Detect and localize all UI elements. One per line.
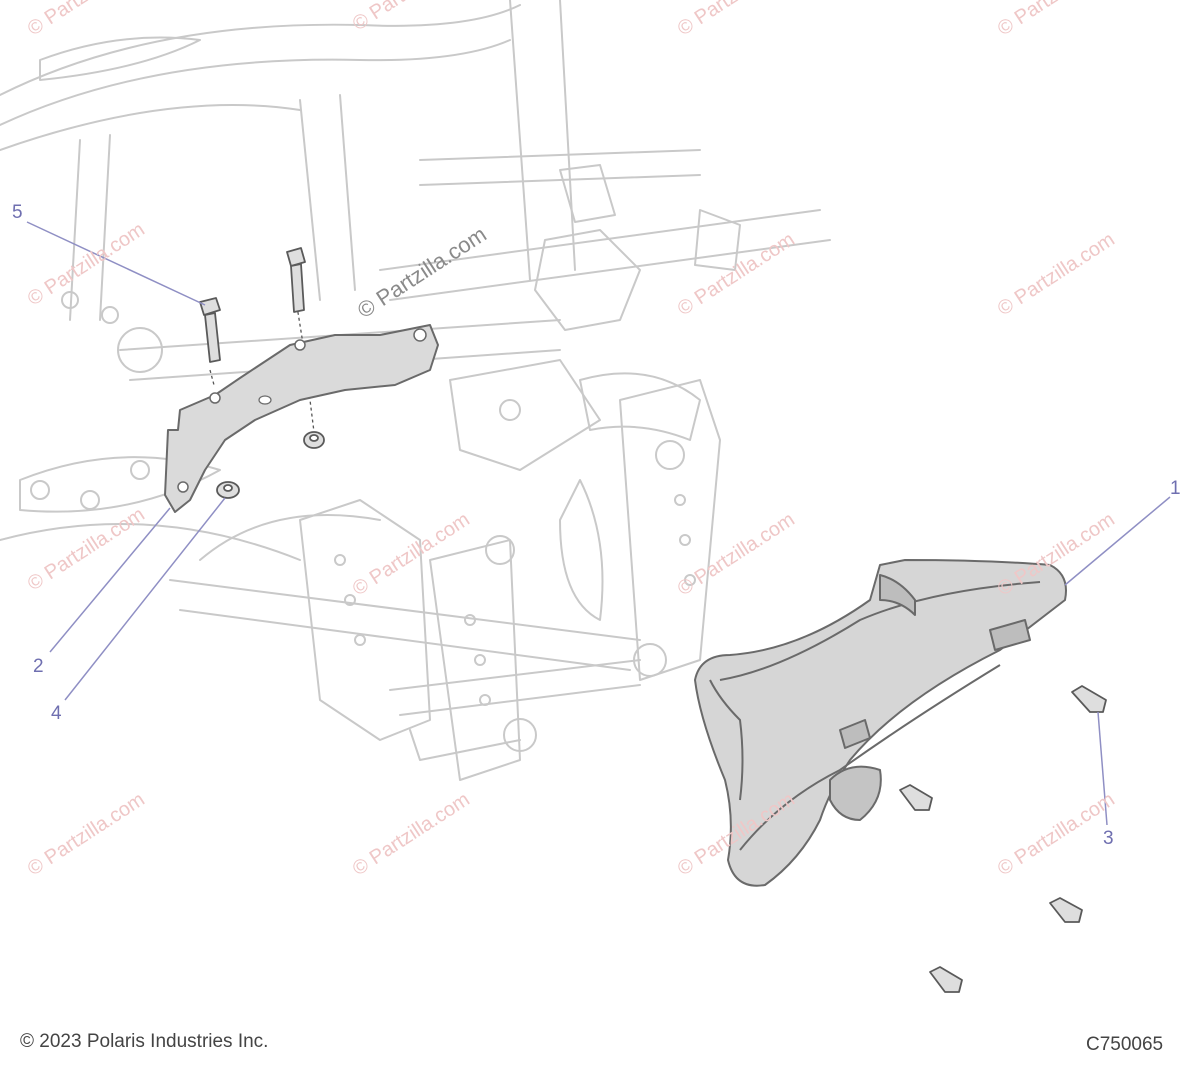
bracket-hole <box>177 481 189 493</box>
vehicle-frame <box>0 0 831 781</box>
leader-1 <box>1064 496 1171 586</box>
bracket-hole <box>209 392 221 404</box>
leader-2 <box>49 507 171 653</box>
part-1-bumper <box>694 559 1067 887</box>
bumper-tube <box>739 664 1001 851</box>
bolt <box>286 247 306 313</box>
callout-3: 3 <box>1103 828 1114 849</box>
part-4-nuts <box>216 431 325 499</box>
part-3-bolts <box>899 685 1107 993</box>
bumper-tab <box>989 619 1031 651</box>
bolt <box>199 297 221 363</box>
callout-2: 2 <box>33 656 44 677</box>
bracket-body <box>164 324 439 513</box>
leader-4 <box>64 497 226 701</box>
bumper-upright <box>709 679 744 801</box>
nut-hole <box>309 434 319 442</box>
bracket-hole <box>294 339 306 351</box>
bolt <box>1049 897 1083 923</box>
bumper-crossbar <box>879 574 916 616</box>
leader-3 <box>1097 711 1108 826</box>
bumper-mount <box>829 765 882 821</box>
bumper-tab <box>839 719 871 749</box>
part-2-bracket <box>164 324 439 513</box>
bolt <box>929 966 963 993</box>
callout-5: 5 <box>12 202 23 223</box>
bumper-body <box>694 559 1067 887</box>
part-5-bolts <box>199 247 306 363</box>
callout-4: 4 <box>51 703 62 724</box>
bumper-tube <box>719 581 1041 681</box>
bolt <box>899 784 933 811</box>
copyright-text: © 2023 Polaris Industries Inc. <box>20 1031 269 1052</box>
bolt <box>1071 685 1107 713</box>
nut-hole <box>223 484 233 492</box>
bracket-slot <box>258 395 272 405</box>
leader-5 <box>26 221 206 306</box>
diagram-code: C750065 <box>1086 1034 1164 1055</box>
bracket-hole <box>413 328 427 342</box>
leader-lines <box>26 221 1171 826</box>
callout-1: 1 <box>1170 478 1181 499</box>
